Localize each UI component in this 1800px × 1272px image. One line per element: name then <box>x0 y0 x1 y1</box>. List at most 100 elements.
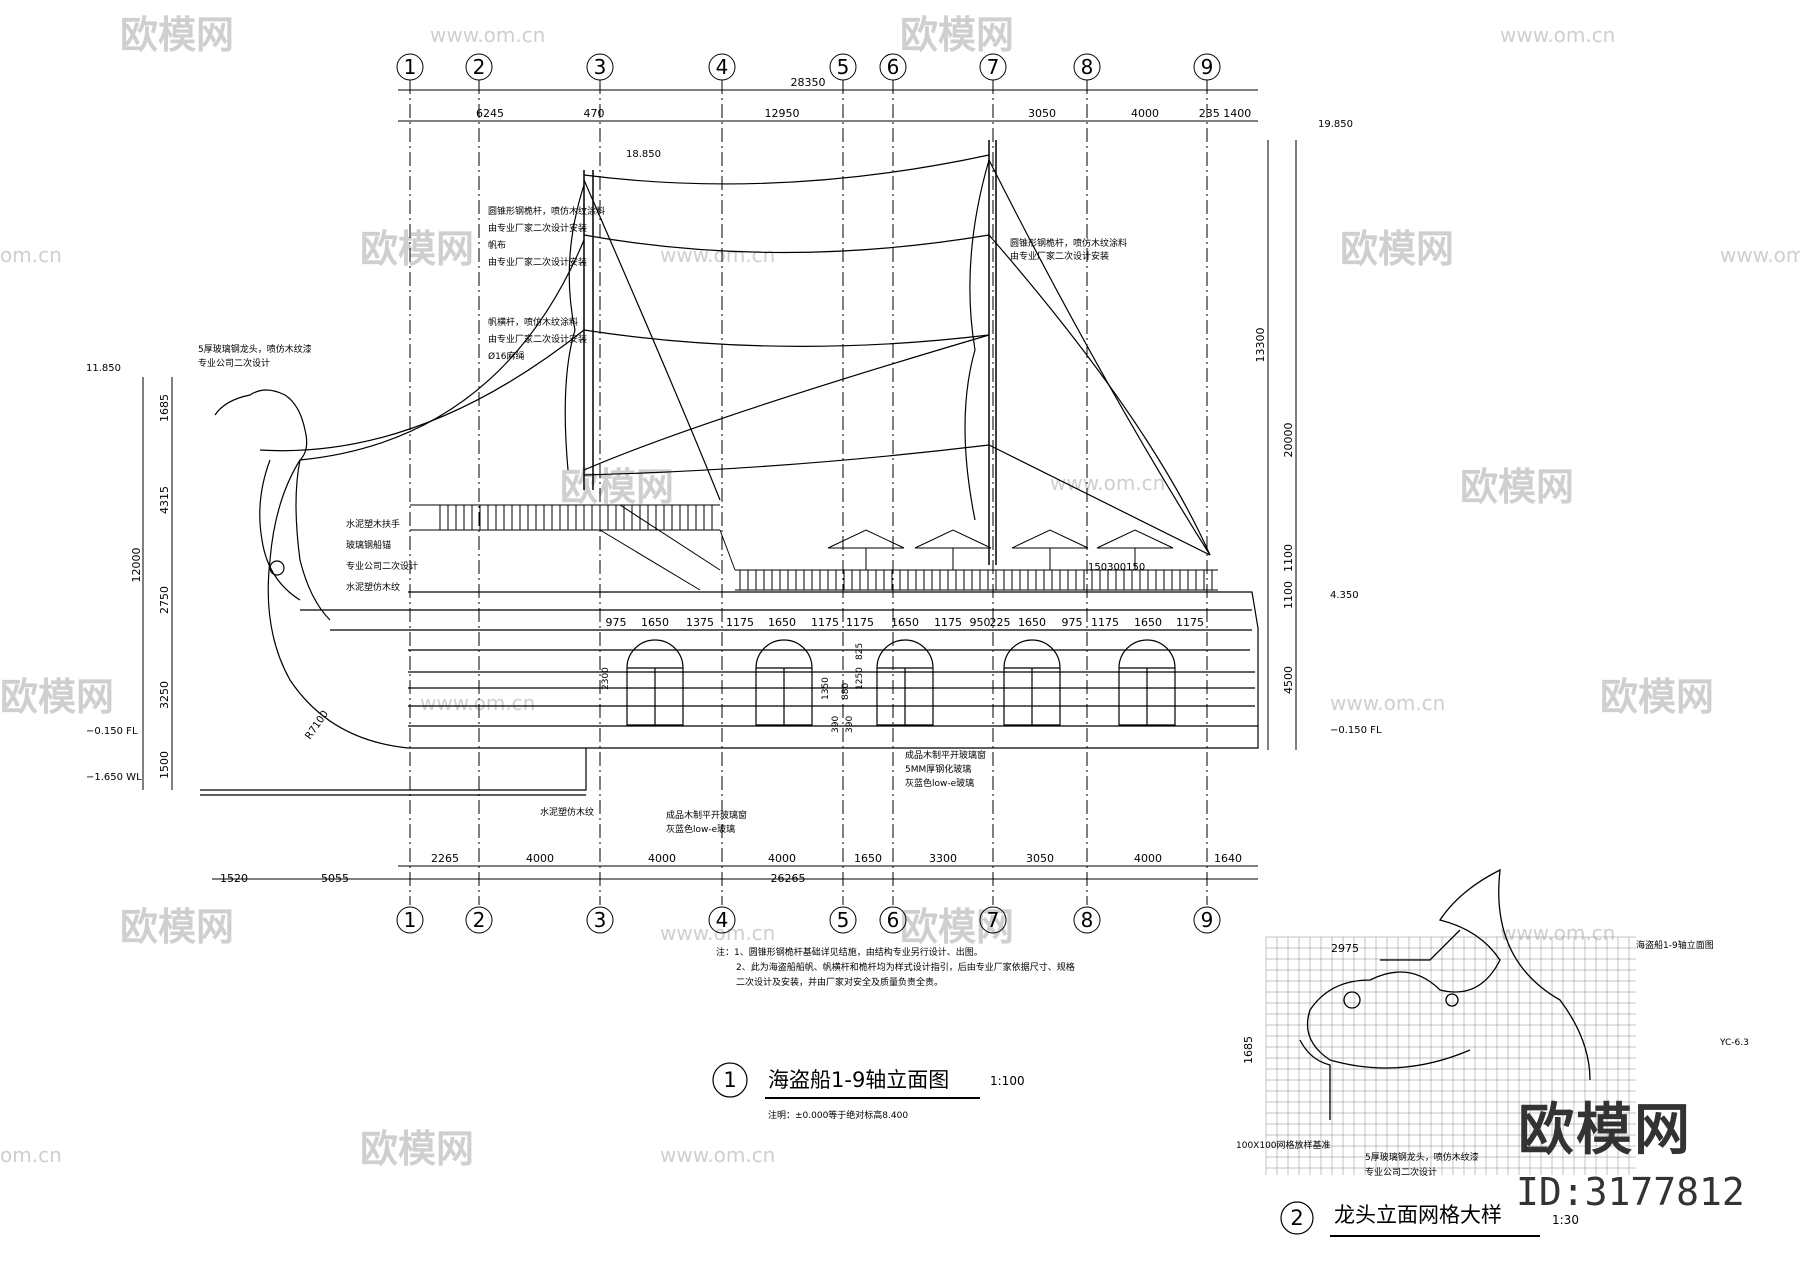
detail-grid-note: 100X100网格放样基准 <box>1236 1139 1331 1151</box>
axis-bubble-bottom <box>396 906 424 934</box>
dim-left: 1500 <box>158 751 171 779</box>
watermark-layer: 欧模网欧模网欧模网欧模网欧模网欧模网欧模网欧模网欧模网欧模网欧模网www.om.… <box>0 13 1800 1171</box>
dim-left: 3250 <box>158 681 171 709</box>
axis-label-top: 5 <box>837 55 850 79</box>
note-hull-left: 水泥塑木扶手 <box>346 518 400 530</box>
elevation-floor-right: −0.150 FL <box>1330 725 1382 736</box>
watermark-url: www.om.cn <box>660 243 775 267</box>
watermark-url: www.om.cn <box>1500 23 1615 47</box>
axis-label-top: 8 <box>1081 55 1094 79</box>
detail-scale: 1:30 <box>1552 1213 1579 1227</box>
elevation-deck: 4.350 <box>1330 590 1359 601</box>
watermark-brand: 欧模网 <box>1600 675 1714 719</box>
watermark-url: www.om.cn <box>1500 921 1615 945</box>
watermark-url: www.om.cn <box>1330 691 1445 715</box>
dim-deck: 1650 <box>891 616 919 629</box>
dim-window: 390 <box>845 716 855 733</box>
axis-label-bottom: 9 <box>1201 908 1214 932</box>
axis-label-bottom: 8 <box>1081 908 1094 932</box>
axis-bubble-bottom <box>979 906 1007 934</box>
dim-window: 880 <box>841 683 851 700</box>
general-note: 2、此为海盗船船帆、帆横杆和桅杆均为样式设计指引，后由专业厂家依据尺寸、规格 <box>736 961 1075 973</box>
dim-deck: 1650 <box>1018 616 1046 629</box>
note-mast-left-2: 由专业厂家二次设计安装 <box>488 333 587 345</box>
watermark-brand: 欧模网 <box>1460 465 1574 509</box>
dim-bottom: 1650 <box>854 852 882 865</box>
window <box>755 639 813 726</box>
note-mast-left: 由专业厂家二次设计安装 <box>488 256 587 268</box>
axis-bubble-bottom <box>465 906 493 934</box>
elevation-mast-left: 18.850 <box>626 149 661 160</box>
deck-umbrellas <box>827 529 1174 570</box>
watermark-brand: 欧模网 <box>560 465 674 509</box>
watermark-url: www.om.cn <box>1050 471 1165 495</box>
note-mast-right: 由专业厂家二次设计安装 <box>1010 250 1109 262</box>
watermark-url: om.cn <box>0 1143 62 1167</box>
watermark-brand: 欧模网 <box>1340 227 1454 271</box>
note-window-1: 灰蓝色low-e玻璃 <box>666 823 735 835</box>
axis-bubble-top <box>979 53 1007 81</box>
note-bow: 专业公司二次设计 <box>198 357 270 369</box>
dim-deck: 1375 <box>686 616 714 629</box>
window <box>1118 639 1176 726</box>
dim-bottom-left: 5055 <box>321 872 349 885</box>
title-note: 注明：±0.000等于绝对标高8.400 <box>768 1109 908 1121</box>
dim-bottom: 4000 <box>526 852 554 865</box>
dim-bottom: 4000 <box>1134 852 1162 865</box>
umbrella <box>1011 529 1089 549</box>
axis-label-top: 3 <box>594 55 607 79</box>
axis-label-bottom: 4 <box>716 908 729 932</box>
note-window-2: 灰蓝色low-e玻璃 <box>905 777 974 789</box>
window <box>1003 639 1061 726</box>
brand-id: ID:3177812 <box>1516 1170 1745 1214</box>
title-bubble <box>712 1062 748 1098</box>
watermark-brand: 欧模网 <box>0 675 114 719</box>
dim-bottom-total: 26265 <box>771 872 806 885</box>
detail-note-1: 5厚玻璃钢龙头，喷仿木纹漆 <box>1365 1151 1479 1163</box>
watermark-url: www.om.cn <box>660 921 775 945</box>
axis-bubble-top <box>829 53 857 81</box>
dim-deck: 975 <box>606 616 627 629</box>
axis-bubble-bottom <box>1073 906 1101 934</box>
dim-deck: 1175 <box>726 616 754 629</box>
axis-label-bottom: 2 <box>473 908 486 932</box>
dim-window: 2300 <box>601 667 611 690</box>
dim-right: 4500 <box>1282 666 1295 694</box>
dim-window: 390 <box>831 716 841 733</box>
dim-deck: 1175 <box>1176 616 1204 629</box>
dim-deck: 975 <box>1062 616 1083 629</box>
note-mast-right: 圆锥形钢桅杆，喷仿木纹涂料 <box>1010 237 1127 249</box>
window <box>626 639 684 726</box>
watermark-brand: 欧模网 <box>120 905 234 949</box>
general-note: 二次设计及安装，并由厂家对安全及质量负责全责。 <box>736 976 943 988</box>
dim-right: 1100 <box>1282 581 1295 609</box>
detail-width-dim: 2975 <box>1331 942 1359 955</box>
watermark-url: www.om.cn <box>420 691 535 715</box>
axis-label-top: 1 <box>404 55 417 79</box>
axis-bubble-bottom <box>879 906 907 934</box>
dim-left: 12000 <box>130 548 143 583</box>
watermark-brand: 欧模网 <box>360 227 474 271</box>
watermark-brand: 欧模网 <box>360 1127 474 1171</box>
dim-bottom: 4000 <box>648 852 676 865</box>
axis-bubble-top <box>396 53 424 81</box>
dim-top: 235 1400 <box>1199 107 1252 120</box>
dimension-lines <box>142 89 1297 880</box>
note-hull-bottom: 水泥塑仿木纹 <box>540 806 594 818</box>
title-scale: 1:100 <box>990 1074 1025 1088</box>
axis-bubble-top <box>1073 53 1101 81</box>
axis-label-bottom: 3 <box>594 908 607 932</box>
dim-top: 470 <box>584 107 605 120</box>
detail-header: 海盗船1-9轴立面图 <box>1636 939 1714 951</box>
axis-bubble-top <box>586 53 614 81</box>
note-window-2: 5MM厚钢化玻璃 <box>905 763 971 775</box>
dim-right: 20000 <box>1282 423 1295 458</box>
ship-hull <box>200 459 1259 796</box>
axis-bubble-top <box>465 53 493 81</box>
elevation-bow: 11.850 <box>86 363 121 374</box>
axis-bubble-top <box>708 53 736 81</box>
dim-left: 4315 <box>158 486 171 514</box>
dim-top: 6245 <box>476 107 504 120</box>
